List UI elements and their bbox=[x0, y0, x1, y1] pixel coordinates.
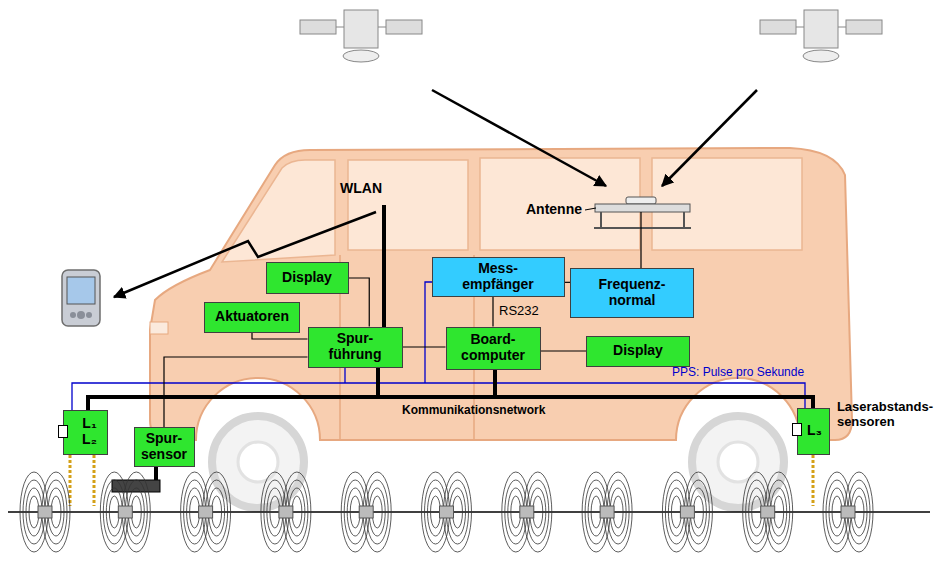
magnet-marker bbox=[279, 506, 293, 518]
laser-beam bbox=[93, 455, 96, 506]
satellite bbox=[300, 10, 422, 62]
satellite-body bbox=[804, 10, 838, 48]
solar-panel bbox=[386, 20, 422, 34]
van bbox=[150, 148, 852, 508]
laser-sensor-box: L₃ bbox=[797, 408, 830, 455]
connector bbox=[403, 346, 446, 347]
track-sensor-box: Spur- sensor bbox=[134, 427, 195, 466]
box-label: Frequenz- normal bbox=[599, 277, 666, 308]
wheel bbox=[692, 416, 784, 508]
laser-sensor-box: L₁L₂ bbox=[63, 410, 108, 455]
box-label: Aktuatoren bbox=[215, 309, 289, 325]
magnet-marker bbox=[440, 506, 454, 518]
annotation: Laserabstands- sensoren bbox=[837, 400, 933, 430]
leader-line bbox=[585, 208, 596, 210]
bus-line bbox=[88, 397, 813, 432]
magnet-marker bbox=[680, 506, 694, 518]
laser-head bbox=[792, 423, 802, 436]
connector bbox=[541, 350, 587, 351]
connector bbox=[164, 357, 308, 427]
satellite-body bbox=[344, 10, 378, 48]
roof-rail bbox=[594, 227, 691, 229]
magnet-marker bbox=[38, 506, 52, 518]
satellite-dish bbox=[343, 50, 379, 62]
signal-arrow bbox=[662, 90, 757, 186]
antenna-leg bbox=[683, 212, 685, 228]
box-label: L₁ bbox=[82, 416, 96, 432]
radio-link bbox=[114, 212, 376, 297]
magnet-marker bbox=[520, 506, 534, 518]
pda bbox=[62, 270, 100, 326]
pps-line bbox=[425, 282, 445, 383]
box-label: Spur- führung bbox=[329, 331, 382, 362]
box-label: Mess- empfänger bbox=[462, 261, 534, 292]
connector bbox=[349, 278, 370, 327]
computer-box: Board- computer bbox=[446, 327, 541, 370]
actuator-box: Aktuatoren bbox=[204, 302, 300, 333]
magnet-marker bbox=[359, 506, 373, 518]
frequency-box: Frequenz- normal bbox=[570, 268, 694, 318]
van-window bbox=[348, 160, 468, 250]
van-headlight bbox=[150, 322, 168, 334]
annotation: PPS: Pulse pro Sekunde bbox=[672, 366, 804, 380]
connector bbox=[492, 297, 493, 327]
display-box: Display bbox=[586, 336, 690, 367]
laser-head bbox=[58, 425, 68, 438]
display-box: Display bbox=[266, 262, 349, 294]
connectors bbox=[164, 278, 586, 427]
box-label: L₂ bbox=[82, 432, 97, 448]
guidance-box: Spur- führung bbox=[308, 327, 403, 368]
pda-button bbox=[77, 311, 85, 319]
magnet-marker bbox=[199, 506, 213, 518]
solar-panel bbox=[846, 20, 882, 34]
annotation: Kommunikationsnetwork bbox=[402, 404, 545, 418]
van-windshield bbox=[222, 160, 335, 262]
satellite-dish bbox=[803, 50, 839, 62]
satellite bbox=[760, 10, 882, 62]
signal-arrow bbox=[432, 90, 606, 186]
magnet-marker bbox=[118, 506, 132, 518]
antenna-leg bbox=[600, 212, 602, 228]
magnetic-markers bbox=[20, 472, 873, 552]
wheel-hub bbox=[718, 442, 758, 482]
magnet-marker bbox=[600, 506, 614, 518]
box-label: Display bbox=[613, 343, 663, 359]
solar-panel bbox=[300, 20, 336, 34]
box-label: Display bbox=[282, 270, 332, 286]
satellite-arm bbox=[378, 27, 386, 28]
satellite-arm bbox=[838, 27, 846, 28]
signal-name: RS232 bbox=[499, 304, 539, 319]
box-label: Board- computer bbox=[461, 332, 525, 363]
pda-button bbox=[70, 312, 76, 318]
solar-panel bbox=[760, 20, 796, 34]
annotation: Antenne bbox=[526, 201, 582, 217]
pda-case bbox=[62, 270, 100, 326]
annotation: WLAN bbox=[340, 180, 382, 196]
satellite-arm bbox=[336, 27, 344, 28]
antenna-dome bbox=[626, 197, 656, 204]
wlan-mast bbox=[382, 205, 386, 340]
wheel-hub bbox=[238, 442, 278, 482]
road-surface bbox=[8, 511, 930, 513]
track-sensor-head bbox=[112, 480, 160, 492]
magnet-marker bbox=[841, 506, 855, 518]
connector bbox=[252, 333, 308, 340]
receiver-box: Mess- empfänger bbox=[432, 257, 565, 296]
pda-button bbox=[86, 312, 92, 318]
box-label: Spur- sensor bbox=[141, 431, 187, 462]
pda-screen bbox=[67, 277, 95, 304]
antenna-plate bbox=[595, 204, 690, 212]
magnet-marker bbox=[761, 506, 775, 518]
box-label: L₃ bbox=[807, 423, 822, 439]
laser-beam bbox=[812, 455, 815, 506]
satellite-arm bbox=[796, 27, 804, 28]
